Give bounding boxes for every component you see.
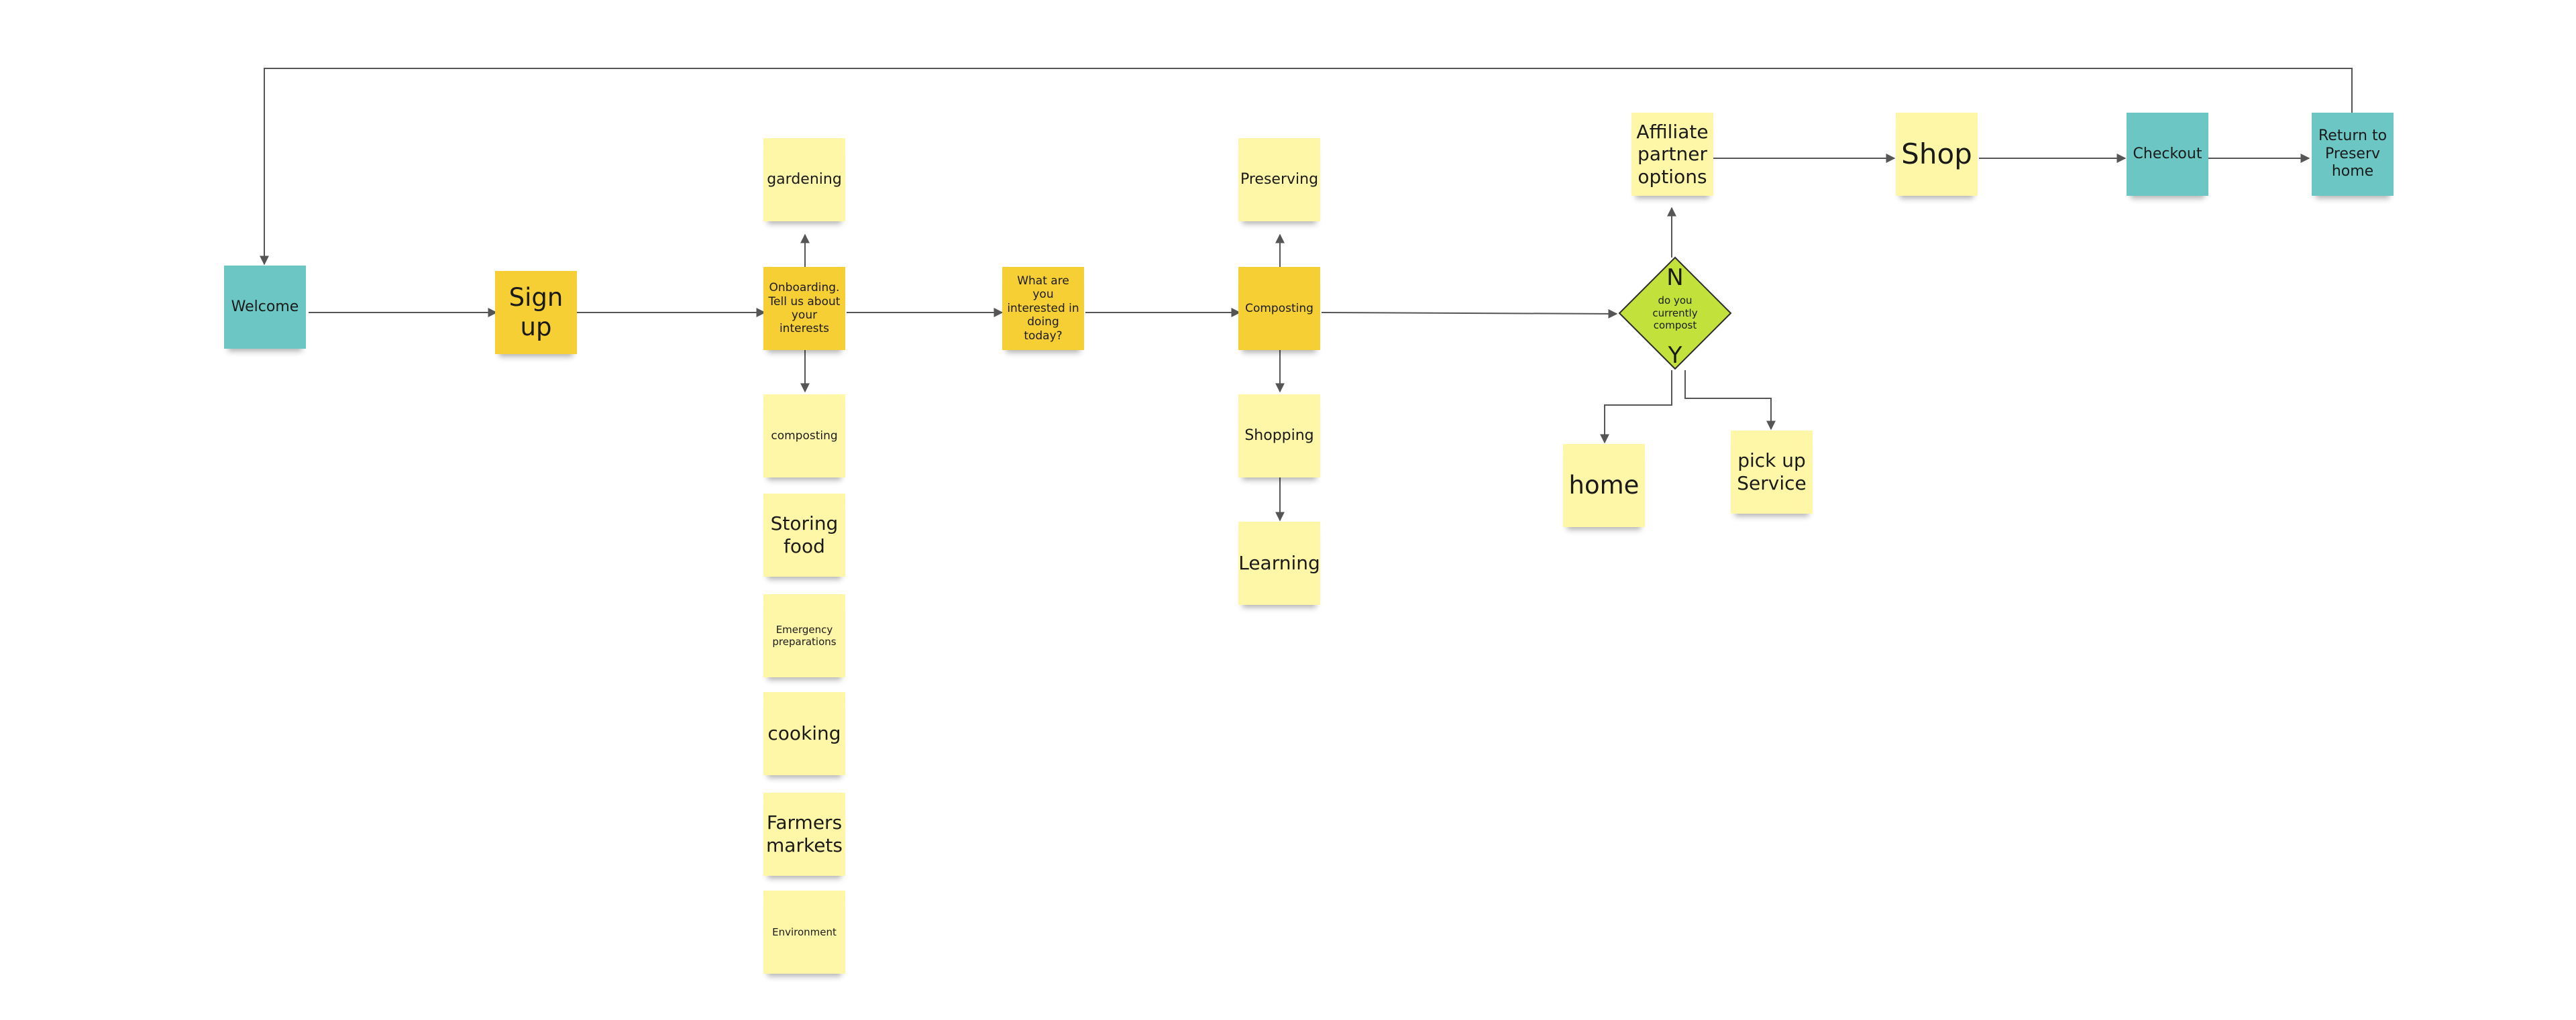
sticky-shop-label: Shop: [1901, 137, 1972, 170]
sticky-composting-interest[interactable]: composting: [763, 394, 845, 477]
sticky-composting-main-label: Composting: [1245, 301, 1313, 315]
sticky-checkout-label: Checkout: [2133, 145, 2202, 162]
sticky-gardening[interactable]: gardening: [763, 138, 845, 221]
sticky-learning[interactable]: Learning: [1238, 522, 1320, 605]
sticky-onboarding-label: Onboarding. Tell us about your interests: [768, 281, 841, 336]
sticky-what-doing-label: What are you interested in doing today?: [1007, 274, 1079, 343]
sticky-farmers-markets-label: Farmers markets: [766, 811, 843, 856]
sticky-emergency-label: Emergency preparations: [772, 624, 837, 648]
sticky-welcome-label: Welcome: [231, 298, 299, 315]
sticky-storing-food[interactable]: Storing food: [763, 494, 845, 577]
branch-no-label: N: [1666, 264, 1684, 291]
decision-diamond-shape: [1618, 256, 1732, 370]
sticky-pickup-label: pick up Service: [1737, 449, 1807, 494]
sticky-shop[interactable]: Shop: [1896, 113, 1978, 196]
sticky-home-label: home: [1568, 470, 1640, 500]
connector-return-welcome: [260, 68, 2353, 266]
decision-question: do you currently compost: [1652, 294, 1698, 332]
sticky-cooking-label: cooking: [767, 722, 841, 745]
sticky-emergency[interactable]: Emergency preparations: [763, 594, 845, 677]
sticky-signup-label: Sign up: [508, 282, 564, 341]
sticky-pickup[interactable]: pick up Service: [1731, 431, 1813, 514]
sticky-environment-label: Environment: [772, 926, 837, 938]
sticky-storing-food-label: Storing food: [770, 512, 839, 557]
sticky-what-doing[interactable]: What are you interested in doing today?: [1002, 267, 1084, 350]
sticky-learning-label: Learning: [1238, 552, 1320, 575]
sticky-composting-interest-label: composting: [771, 429, 838, 443]
sticky-preserving[interactable]: Preserving: [1238, 138, 1320, 221]
branch-yes-label: Y: [1668, 342, 1682, 369]
decision-diamond[interactable]: do you currently compost: [1618, 256, 1732, 370]
sticky-affiliate[interactable]: Affiliate partner options: [1631, 113, 1713, 196]
connector-composting-decision: [1321, 308, 1618, 319]
sticky-signup[interactable]: Sign up: [495, 271, 577, 354]
sticky-cooking[interactable]: cooking: [763, 692, 845, 775]
sticky-affiliate-label: Affiliate partner options: [1636, 120, 1709, 188]
sticky-return-home-label: Return to Preserv home: [2318, 127, 2387, 180]
sticky-composting-main[interactable]: Composting: [1238, 267, 1320, 350]
sticky-farmers-markets[interactable]: Farmers markets: [763, 793, 845, 876]
sticky-environment[interactable]: Environment: [763, 891, 845, 974]
sticky-gardening-label: gardening: [767, 170, 842, 188]
connector-decision-pickup: [1684, 370, 1776, 431]
sticky-home[interactable]: home: [1563, 444, 1645, 527]
sticky-welcome[interactable]: Welcome: [224, 266, 306, 349]
connector-decision-home: [1600, 370, 1672, 444]
sticky-onboarding[interactable]: Onboarding. Tell us about your interests: [763, 267, 845, 350]
sticky-return-home[interactable]: Return to Preserv home: [2312, 113, 2394, 196]
sticky-shopping[interactable]: Shopping: [1238, 394, 1320, 477]
sticky-preserving-label: Preserving: [1240, 170, 1319, 188]
sticky-checkout[interactable]: Checkout: [2127, 113, 2208, 196]
sticky-shopping-label: Shopping: [1244, 427, 1314, 444]
